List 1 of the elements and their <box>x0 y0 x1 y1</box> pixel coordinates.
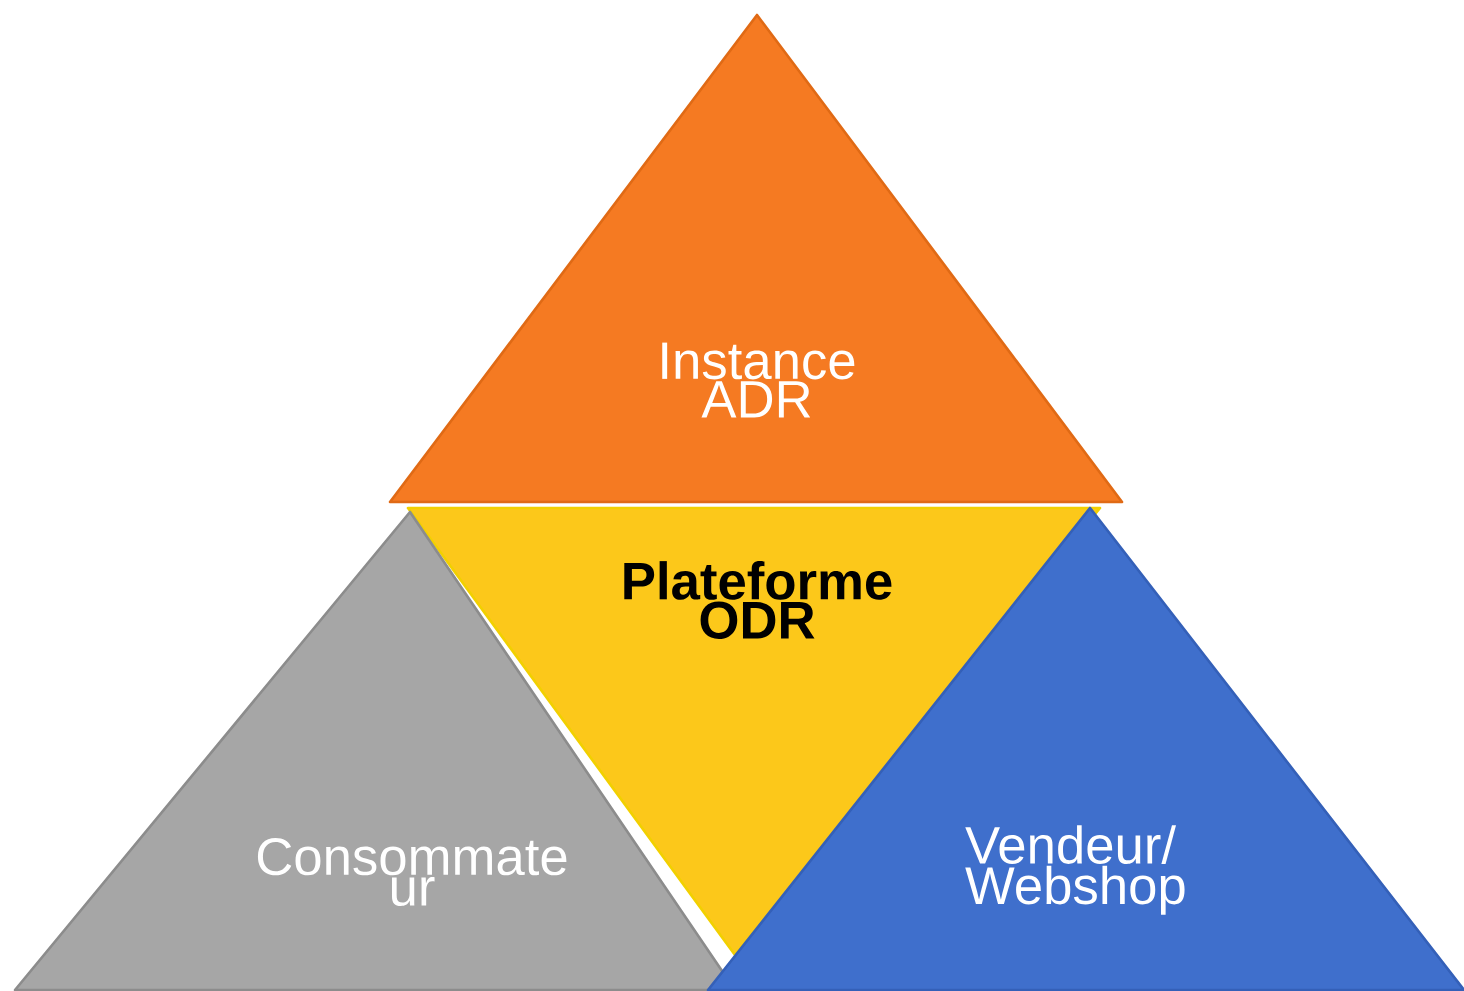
triangle: Instance ADR <box>388 13 1124 504</box>
